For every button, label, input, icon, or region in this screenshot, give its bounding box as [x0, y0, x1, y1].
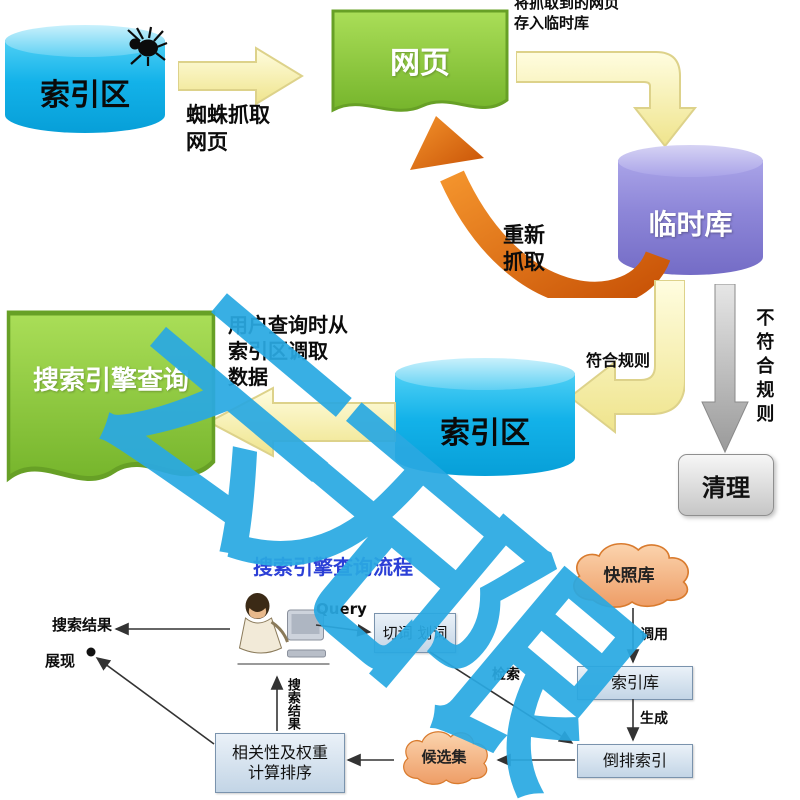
arrow-rank-display-dot [95, 657, 215, 745]
arrow-to-tempdb [515, 46, 701, 150]
clean-box: 清理 [678, 454, 774, 516]
candidate-cloud-label: 候选集 [421, 747, 467, 766]
query-doc-label: 搜索引擎查询 [32, 366, 189, 396]
spider-icon [118, 24, 168, 68]
retrieve-label: 检索 [492, 667, 520, 683]
arrow-recrawl-orange [398, 108, 683, 308]
snapshot-cloud-label: 快照库 [603, 565, 655, 586]
webpage-doc-label: 网页 [390, 46, 450, 81]
inverted-index-box: 倒排索引 [577, 744, 693, 778]
arrow-match-rule [563, 279, 686, 438]
bottom-title: 搜索引擎查询流程 [253, 555, 413, 579]
candidate-cloud: 候选集 [395, 727, 493, 785]
recrawl-note: 重新 抓取 [503, 223, 545, 275]
call-label: 调用 [640, 627, 668, 643]
query-doc: 搜索引擎查询 [5, 308, 217, 508]
arrow-no-match-gray [700, 283, 750, 456]
generate-label: 生成 [640, 711, 668, 727]
webpage-doc: 网页 [330, 8, 510, 128]
index-db-mid-label: 索引区 [440, 416, 530, 451]
index-lib-box: 索引库 [577, 666, 693, 700]
segment-box: 切词 划词 [374, 613, 456, 653]
query-note: 用户查询时从 索引区调取 数据 [228, 313, 348, 389]
search-result-label: 搜索结果 [284, 678, 300, 730]
cylinder-body [618, 160, 763, 275]
no-match-rule-label: 不符合规则 [753, 308, 775, 428]
arrow-crawl-right [177, 46, 304, 106]
crawl-note: 蜘蛛抓取 网页 [186, 103, 270, 155]
cylinder-body [395, 373, 575, 476]
display-note-line1: 搜索结果 [52, 616, 113, 634]
snapshot-cloud: 快照库 [562, 538, 696, 608]
display-dot [86, 647, 96, 657]
query-label: Query [316, 600, 367, 618]
cylinder-top [618, 145, 763, 177]
display-note-line2: 展现 [45, 652, 76, 670]
temp-db-cylinder: 临时库 [618, 145, 763, 275]
temp-db-label: 临时库 [648, 208, 733, 241]
arrow-to-query [206, 386, 397, 458]
cylinder-top [395, 358, 575, 390]
rank-box: 相关性及权重 计算排序 [215, 733, 345, 793]
index-db-top-label: 索引区 [40, 78, 130, 113]
match-rule-label: 符合规则 [586, 351, 651, 370]
index-db-mid-cylinder: 索引区 [395, 358, 575, 476]
store-note: 将抓取到的网页 存入临时库 [514, 0, 620, 32]
